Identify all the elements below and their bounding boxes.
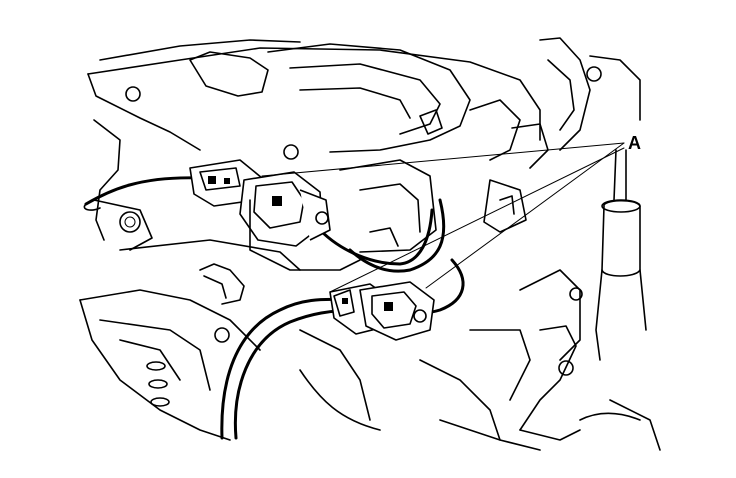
connector-upper-center — [239, 171, 331, 247]
engine-block-center — [249, 159, 437, 271]
leader-line-upper — [261, 142, 625, 177]
connector-lower-center — [329, 281, 435, 341]
leader-line-lower — [425, 142, 625, 289]
callout-leaders — [261, 142, 625, 293]
leader-line-middle — [329, 147, 625, 293]
right-components — [299, 179, 661, 451]
lower-bracket — [79, 263, 245, 441]
engine-body — [79, 37, 641, 351]
callout-label-a: A — [628, 133, 641, 153]
